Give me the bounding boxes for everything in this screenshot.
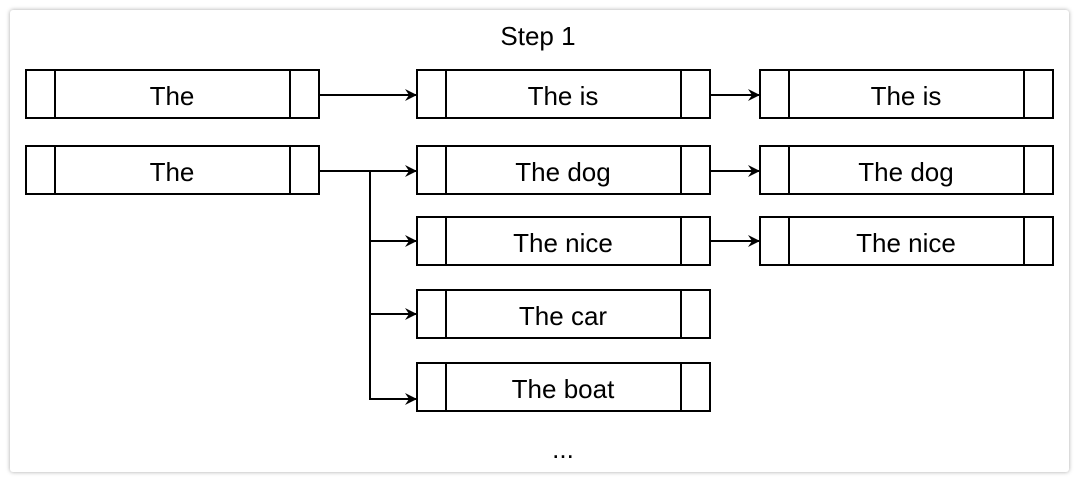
box-label: The is [871, 81, 942, 111]
box-label: The dog [858, 157, 953, 187]
box-label: The nice [513, 228, 613, 258]
box-the-row1: The [25, 69, 320, 119]
box-label: The is [528, 81, 599, 111]
box-the-is-col2: The is [416, 69, 711, 119]
box-label: The [150, 81, 195, 111]
box-label: The [150, 157, 195, 187]
box-the-nice-col2: The nice [416, 216, 711, 266]
ellipsis: ... [552, 434, 574, 464]
box-the-boat: The boat [416, 362, 711, 412]
box-label: The boat [512, 374, 615, 404]
box-label: The car [519, 301, 607, 331]
box-the-dog-col2: The dog [416, 145, 711, 195]
box-label: The dog [515, 157, 610, 187]
box-the-row2: The [25, 145, 320, 195]
box-the-dog-col3: The dog [759, 145, 1054, 195]
diagram-title: Step 1 [500, 21, 575, 51]
box-the-is-col3: The is [759, 69, 1054, 119]
box-label: The nice [856, 228, 956, 258]
box-the-car: The car [416, 289, 711, 339]
box-the-nice-col3: The nice [759, 216, 1054, 266]
